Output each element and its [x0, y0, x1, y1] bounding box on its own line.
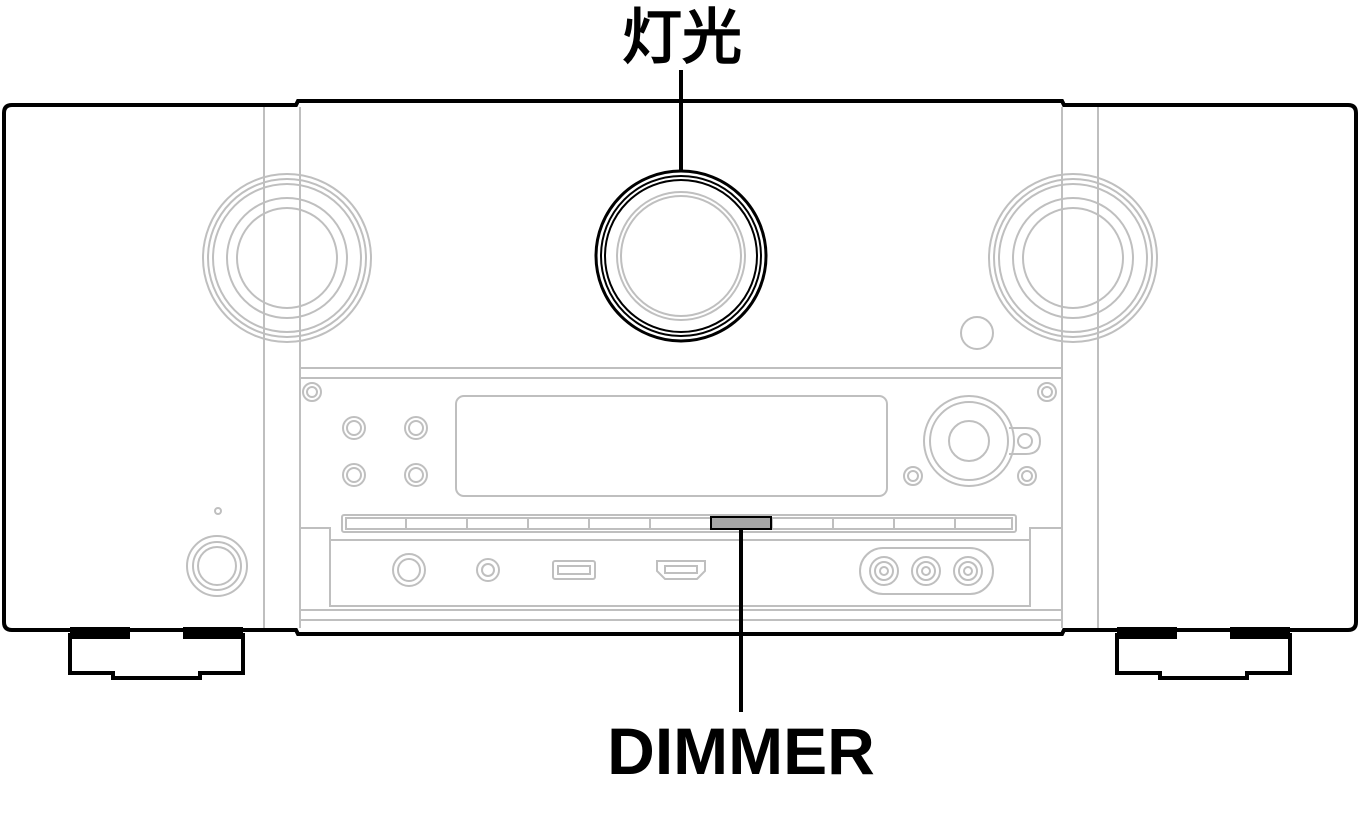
av-input-group — [859, 547, 994, 595]
center-knob-highlighted — [594, 169, 768, 343]
screw-right — [1037, 382, 1057, 402]
button-bar — [341, 514, 1017, 533]
right-knob — [988, 173, 1158, 343]
hdmi-port — [656, 560, 706, 580]
receiver-chassis — [2, 99, 1358, 636]
screw-left — [302, 382, 322, 402]
chassis-outline — [2, 99, 1358, 636]
display-window — [455, 395, 888, 497]
power-button — [186, 507, 248, 597]
headphone-jack — [392, 553, 426, 587]
right-foot — [1115, 627, 1292, 680]
front-panel-lines — [263, 107, 1099, 628]
mic-jack — [476, 558, 500, 582]
left-foot — [68, 627, 245, 680]
setup-button — [960, 316, 994, 350]
callout-label-dimmer: DIMMER — [607, 714, 875, 788]
usb-port — [552, 560, 596, 580]
display-area — [342, 395, 1042, 497]
callout-label-top: 灯光 — [622, 3, 742, 73]
cursor-pad — [923, 395, 1015, 487]
dimmer-button-highlighted — [710, 516, 772, 530]
front-inputs — [392, 547, 994, 595]
left-knob — [202, 173, 372, 343]
